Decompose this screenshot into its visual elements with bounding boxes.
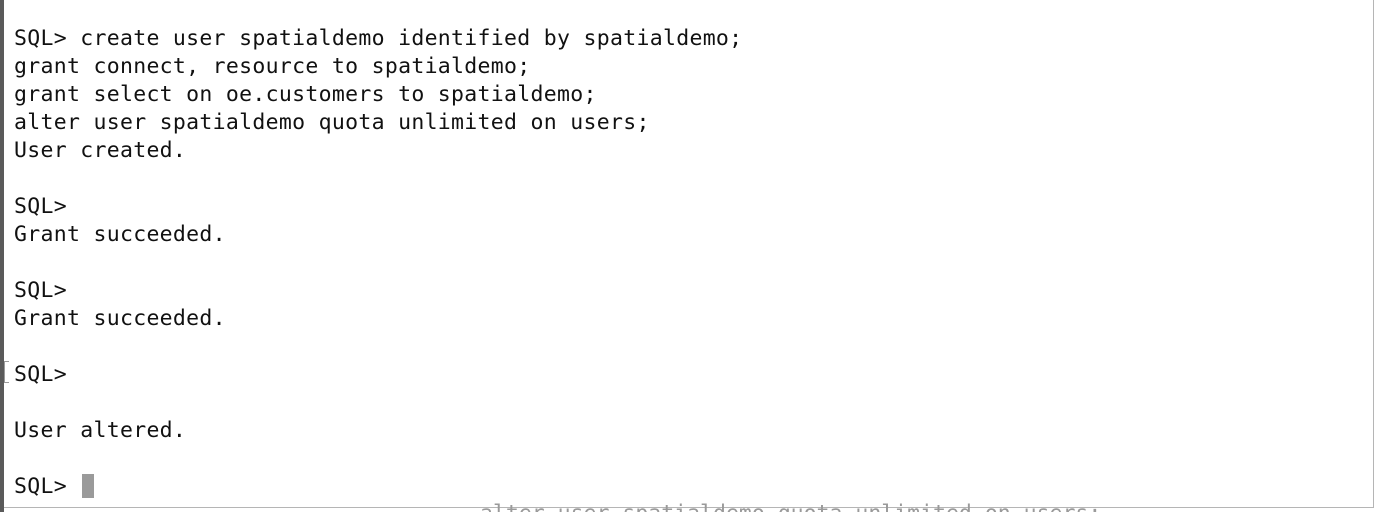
terminal-line: User created. <box>14 138 187 163</box>
terminal-line: SQL> <box>14 278 67 303</box>
terminal-line: alter user spatialdemo quota unlimited o… <box>14 110 650 135</box>
terminal-line: SQL> create user spatialdemo identified … <box>14 26 743 51</box>
text-cursor <box>82 474 95 498</box>
terminal-window[interactable]: SQL> create user spatialdemo identified … <box>4 0 1374 508</box>
window-left-edge <box>0 0 4 512</box>
terminal-line <box>14 389 742 417</box>
terminal-line: grant connect, resource to spatialdemo; <box>14 54 531 79</box>
terminal-line: SQL> <box>14 194 67 219</box>
terminal-line: User altered. <box>14 418 187 443</box>
line-marker-bracket <box>4 361 9 383</box>
terminal-line: grant select on oe.customers to spatiald… <box>14 82 597 107</box>
terminal-line <box>14 249 742 277</box>
background-window-text: alter user spatialdemo quota unlimited o… <box>480 500 1101 512</box>
terminal-line <box>14 445 742 473</box>
terminal-prompt: SQL> <box>14 474 81 499</box>
terminal-line <box>14 333 742 361</box>
terminal-output: SQL> create user spatialdemo identified … <box>14 25 742 501</box>
terminal-line: Grant succeeded. <box>14 306 226 331</box>
terminal-line <box>14 165 742 193</box>
terminal-prompt-line[interactable]: SQL> <box>14 473 742 501</box>
terminal-line: Grant succeeded. <box>14 222 226 247</box>
terminal-line: SQL> <box>14 362 67 387</box>
